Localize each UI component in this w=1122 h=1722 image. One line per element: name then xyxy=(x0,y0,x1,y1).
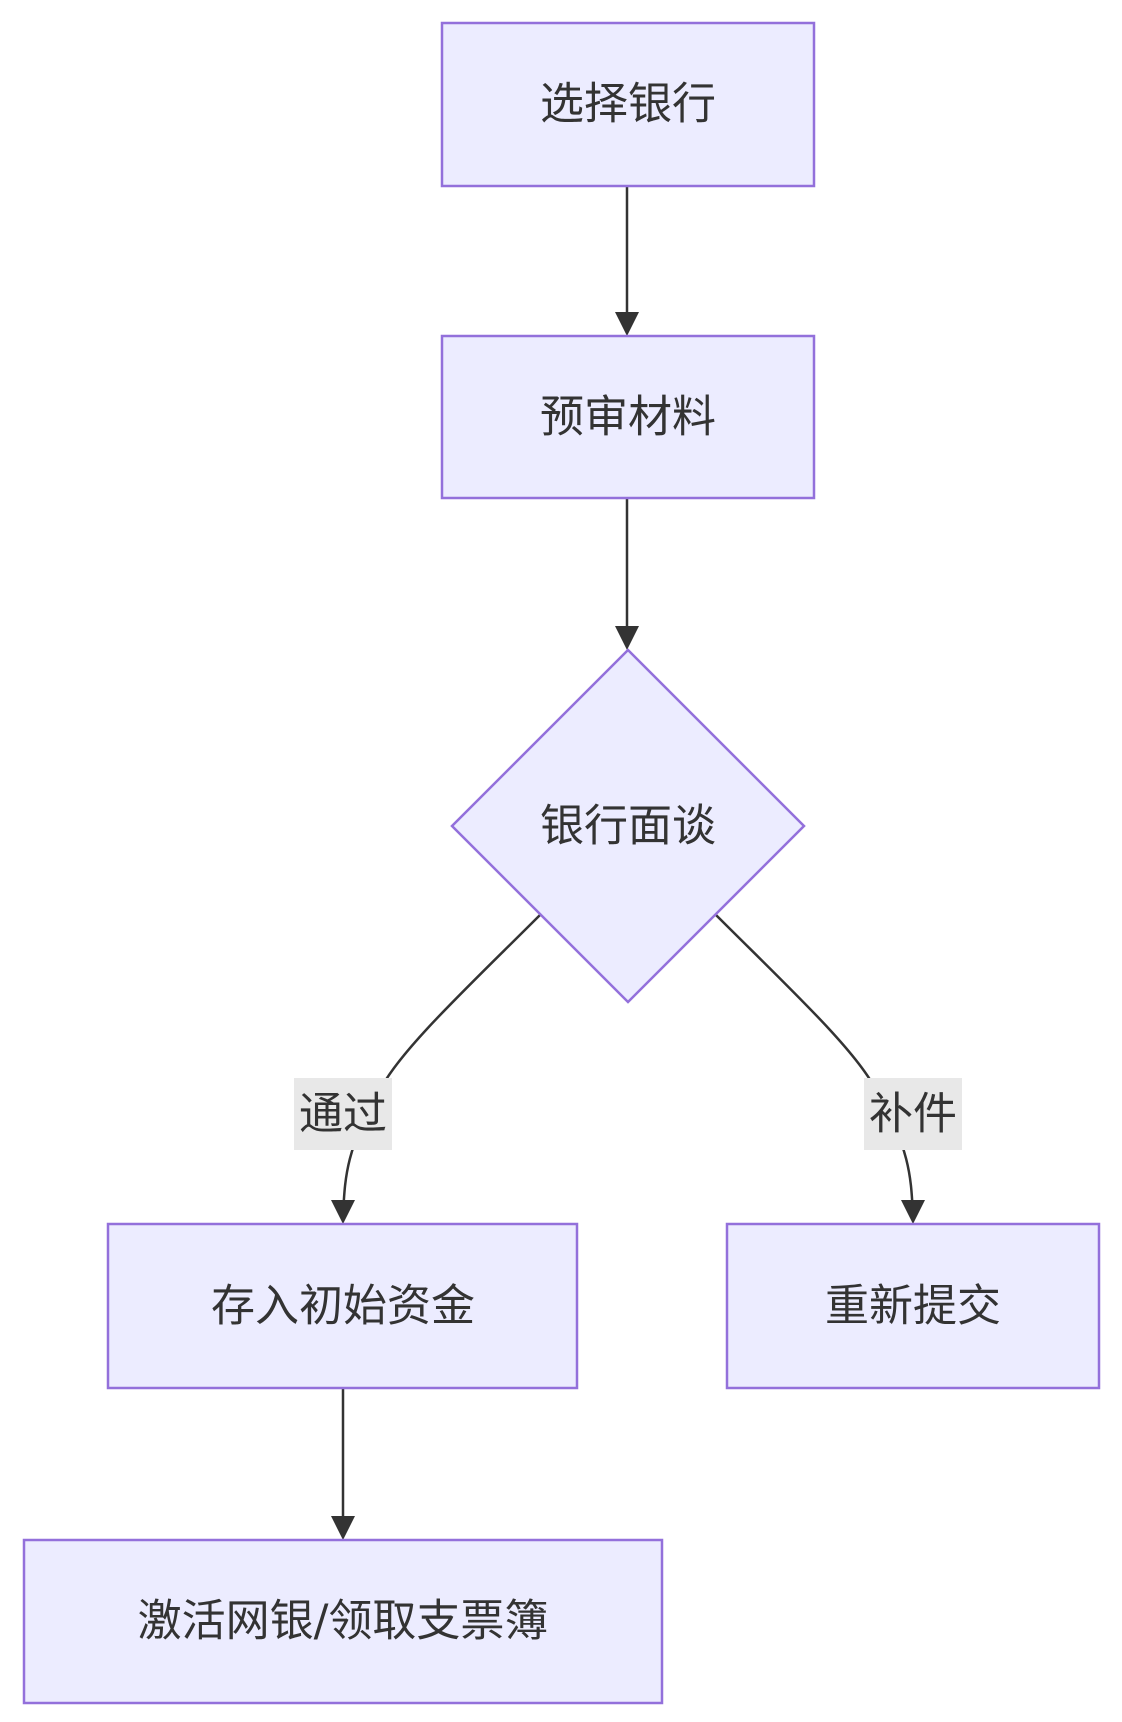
node-activate-label: 激活网银/领取支票簿 xyxy=(138,1596,549,1647)
edge-select-to-prereview xyxy=(615,186,639,336)
node-select-bank: 选择银行 xyxy=(440,21,816,188)
node-deposit-funds: 存入初始资金 xyxy=(106,1222,579,1390)
node-pre-review: 预审材料 xyxy=(440,334,816,500)
node-deposit-funds-label: 存入初始资金 xyxy=(211,1281,475,1332)
edge-label-supplement-text: 补件 xyxy=(869,1089,957,1140)
edge-label-pass: 通过 xyxy=(294,1078,392,1150)
node-bank-interview-label: 银行面谈 xyxy=(540,801,716,852)
edge-label-supplement: 补件 xyxy=(864,1078,962,1150)
node-activate: 激活网银/领取支票簿 xyxy=(22,1538,664,1705)
edge-prereview-to-interview xyxy=(615,498,639,650)
node-resubmit: 重新提交 xyxy=(725,1222,1101,1390)
node-resubmit-label: 重新提交 xyxy=(825,1281,1001,1332)
edge-label-pass-text: 通过 xyxy=(299,1089,387,1140)
edge-interview-to-deposit xyxy=(331,914,541,1224)
edge-interview-to-resubmit xyxy=(715,914,925,1224)
node-pre-review-label: 预审材料 xyxy=(540,392,716,443)
node-select-bank-label: 选择银行 xyxy=(540,79,716,130)
node-bank-interview: 银行面谈 xyxy=(450,648,806,1004)
edge-deposit-to-activate xyxy=(331,1388,355,1540)
